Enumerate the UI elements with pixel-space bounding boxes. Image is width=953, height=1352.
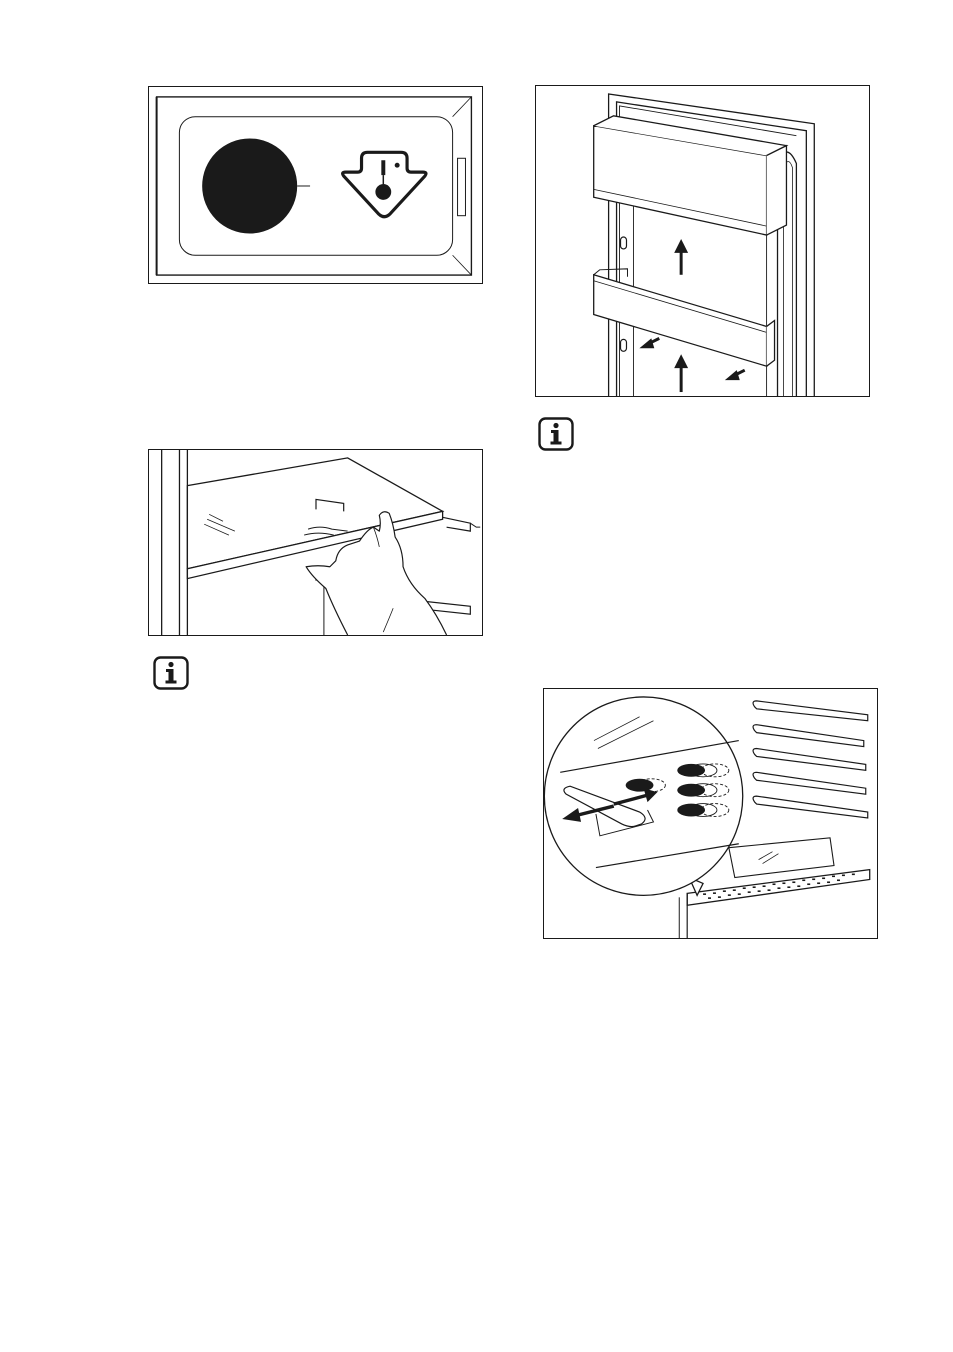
arrow-left-down-icon: [639, 338, 659, 348]
arrow-up-icon: [674, 354, 688, 392]
air-flaps-figure: [543, 688, 878, 939]
info-icon: [538, 417, 574, 451]
info-icon: [153, 656, 189, 690]
thermostat-figure: [148, 86, 483, 284]
door-shelves-illustration: [536, 86, 869, 396]
warning-symbol-icon: [343, 152, 426, 216]
arrow-left-down-icon: [725, 370, 745, 380]
glass-shelf-figure: [148, 449, 483, 636]
arrow-up-icon: [674, 239, 688, 275]
glass-shelf-illustration: [149, 450, 482, 635]
air-flaps-illustration: [544, 689, 877, 938]
thermostat-illustration: [149, 87, 482, 283]
thermostat-knob: [202, 138, 297, 233]
door-shelves-figure: [535, 85, 870, 397]
